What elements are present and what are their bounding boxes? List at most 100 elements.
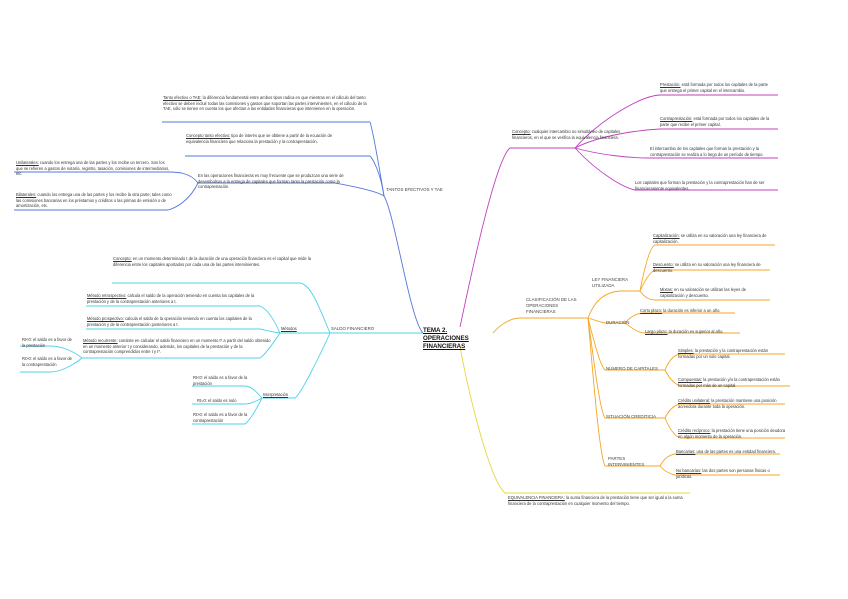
node-largo-plazo-text: la duración es superior al año. <box>667 329 724 334</box>
node-no-bancarias[interactable]: No bancarias: las dos partes son persona… <box>676 468 786 479</box>
group-situacion-crediticia[interactable]: SITUACIÓN CREDITICIA <box>606 414 666 420</box>
node-compuestas[interactable]: Compuestas: la prestación y/o la contrap… <box>678 377 790 388</box>
node-metodos-text: Métodos <box>281 326 297 331</box>
node-concepto-tanto-efectivo-term: Concepto tanto efectivo: <box>186 133 231 138</box>
node-interpretacion-item[interactable]: Rt<0: el saldo es a favor de la prestaci… <box>193 375 249 386</box>
central-topic[interactable]: TEMA 2. OPERACIONES FINANCIERAS <box>423 327 469 351</box>
node-simples[interactable]: Simples: la prestación y la contrapresta… <box>678 348 786 359</box>
node-contraprestacion-term: Contraprestación: <box>660 116 693 121</box>
node-metodo-recurrente-term: Método recurrente: <box>83 338 118 343</box>
node-intercambio[interactable]: El intercambio de los capitales que form… <box>650 146 778 157</box>
node-bancarias-term: Bancarias: <box>676 449 696 454</box>
node-saldo-concepto-text: en un momento determinado t de la duraci… <box>113 256 312 267</box>
node-compuestas-term: Compuestas: <box>678 377 703 382</box>
node-prestacion-text: está formada por todos los capitales de … <box>660 82 768 93</box>
group-duracion-text: DURACIÓN <box>606 320 630 325</box>
node-mixtas[interactable]: Mixtas: en su valoración se utilizan las… <box>660 287 768 298</box>
node-metodo-retrospectivo-text: calcula el saldo de la operación teniend… <box>87 293 255 304</box>
connector-tae-branch <box>14 121 424 334</box>
node-corto-plazo-term: Corto plazo: <box>640 308 663 313</box>
node-metodo-retrospectivo-term: Método retrospectivo: <box>87 293 127 298</box>
node-bancarias[interactable]: Bancarias: una de las partes es una enti… <box>676 449 786 455</box>
node-no-bancarias-term: No bancarias: <box>676 468 702 473</box>
group-partes-intervinientes[interactable]: PARTES INTERVINIENTES <box>608 456 658 468</box>
node-interpretacion-item-text: Rt<0: el saldo es a favor de la prestaci… <box>193 375 248 386</box>
node-metodo-recurrente[interactable]: Método recurrente: consiste en calcular … <box>83 338 273 355</box>
node-capitalizacion-term: Capitalización: <box>653 233 680 238</box>
node-prestacion[interactable]: Prestación: está formada por todos los c… <box>660 82 775 93</box>
node-equivalencia-financiera-term: EQUIVALENCIA FINANCIERA: <box>508 495 565 500</box>
node-prestacion-term: Prestación: <box>660 82 681 87</box>
node-credito-unilateral-text: la prestación mantiene una posición acre… <box>678 398 777 409</box>
node-equivalencia-financiera[interactable]: EQUIVALENCIA FINANCIERA: la suma financi… <box>508 495 688 506</box>
connector-clasificacion-branch <box>492 244 790 476</box>
node-concepto-text: cualquier intercambio no simultáneo de c… <box>512 129 621 140</box>
group-ley-financiera-text: LEY FINANCIERA UTILIZADA <box>592 277 628 288</box>
node-metodo-prospectivo-text: calcula el saldo de la operación teniend… <box>87 316 252 327</box>
node-saldo-contra-left-text: Rt>0: el saldo es a favor de la contrapr… <box>22 356 72 367</box>
node-credito-reciproco[interactable]: Crédito recíproco: la prestación tiene u… <box>678 428 788 439</box>
connector-concepto-branch <box>459 94 778 328</box>
node-simples-term: Simples: <box>678 348 694 353</box>
node-metodo-recurrente-text: consiste en calcular el saldo financiero… <box>83 338 271 355</box>
branch-tae-label[interactable]: TANTOS EFECTIVOS Y TAE <box>386 187 448 193</box>
node-descuento-term: Descuento: <box>653 262 674 267</box>
group-situacion-crediticia-text: SITUACIÓN CREDITICIA <box>606 414 657 419</box>
node-largo-plazo-term: Largo plazo: <box>645 329 668 334</box>
node-contraprestacion-text: está formada por todos los capitales de … <box>660 116 770 127</box>
node-interpretacion-item[interactable]: Rt=0: el saldo es nulo <box>197 398 253 404</box>
node-mixtas-term: Mixtas: <box>660 287 673 292</box>
node-compuestas-text: la prestación y/o la contraprestación es… <box>678 377 780 388</box>
node-tae-text: la diferencia fundamental entre ambos ti… <box>163 95 367 112</box>
node-tae[interactable]: Tanto efectivo o TAE: la diferencia fund… <box>163 95 371 112</box>
node-bilaterales[interactable]: Bilaterales: cuando los entrega una de l… <box>16 192 172 209</box>
node-interpretacion-text: Interpretación <box>263 392 289 397</box>
node-saldo-concepto[interactable]: Concepto: en un momento determinado t de… <box>113 256 323 267</box>
branch-saldo-label[interactable]: SALDO FINANCIERO <box>331 326 411 332</box>
node-contraprestacion[interactable]: Contraprestación: está formada por todos… <box>660 116 775 127</box>
group-partes-intervinientes-text: PARTES INTERVINIENTES <box>608 456 645 467</box>
node-unilaterales[interactable]: Unilaterales: cuando los entrega una de … <box>16 160 172 177</box>
node-saldo-contra-left[interactable]: Rt>0: el saldo es a favor de la contrapr… <box>22 356 72 367</box>
node-no-bancarias-text: las dos partes son personas físicas o ju… <box>676 468 770 479</box>
group-numero-capitales[interactable]: NÚMERO DE CAPITALES <box>606 366 664 372</box>
node-metodo-prospectivo[interactable]: Método prospectivo: calcula el saldo de … <box>87 316 265 327</box>
node-credito-unilateral[interactable]: Crédito unilateral: la prestación mantie… <box>678 398 788 409</box>
group-duracion[interactable]: DURACIÓN <box>606 320 636 326</box>
node-saldo-prestacion-left-text: Rt<0: el saldo es a favor de la prestaci… <box>22 337 72 348</box>
node-intercambio-text: El intercambio de los capitales que form… <box>650 146 764 157</box>
node-bancarias-text: una de las partes es una entidad financi… <box>695 449 776 454</box>
node-equivalentes[interactable]: Los capitales que forman la prestación y… <box>635 180 775 191</box>
node-equivalentes-text: Los capitales que forman la prestación y… <box>635 180 765 191</box>
node-largo-plazo[interactable]: Largo plazo: la duración es superior al … <box>645 329 745 335</box>
node-bilaterales-term: Bilaterales: <box>16 192 37 197</box>
node-bilaterales-text: cuando los entrega una de las partes y l… <box>16 192 172 209</box>
node-capitalizacion[interactable]: Capitalización: se utiliza en su valorac… <box>653 233 771 244</box>
group-ley-financiera[interactable]: LEY FINANCIERA UTILIZADA <box>592 277 640 289</box>
node-desembolsos-text: En las operaciones financieras es muy fr… <box>198 173 344 190</box>
node-corto-plazo[interactable]: Corto plazo: la duración es inferior a u… <box>640 308 740 314</box>
node-concepto-tanto-efectivo-text: tipo de interés que se obtiene a partir … <box>186 133 333 144</box>
node-interpretacion-item[interactable]: Rt>0: el saldo es a favor de la contrapr… <box>193 412 249 423</box>
node-metodos-label[interactable]: Métodos <box>281 326 321 332</box>
branch-clasificacion-label[interactable]: CLASIFICACIÓN DE LAS OPERACIONES FINANCI… <box>526 297 586 315</box>
node-interpretacion-label[interactable]: Interpretación <box>263 392 313 398</box>
node-credito-reciproco-text: la prestación tiene una posición deudora… <box>678 428 786 439</box>
connector-equivalencia-branch <box>459 346 690 494</box>
node-interpretacion-item-text: Rt>0: el saldo es a favor de la contrapr… <box>193 412 248 423</box>
node-metodo-retrospectivo[interactable]: Método retrospectivo: calcula el saldo d… <box>87 293 265 304</box>
node-concepto[interactable]: Concepto: cualquier intercambio no simul… <box>512 129 632 140</box>
node-simples-text: la prestación y la contraprestación está… <box>678 348 769 359</box>
node-mixtas-text: en su valoración se utilizan las leyes d… <box>660 287 747 298</box>
node-saldo-concepto-term: Concepto: <box>113 256 132 261</box>
node-concepto-tanto-efectivo[interactable]: Concepto tanto efectivo: tipo de interés… <box>186 133 346 144</box>
node-interpretacion-item-text: Rt=0: el saldo es nulo <box>197 398 237 403</box>
group-numero-capitales-text: NÚMERO DE CAPITALES <box>606 366 658 371</box>
branch-saldo-text: SALDO FINANCIERO <box>331 326 375 331</box>
node-descuento[interactable]: Descuento: se utiliza en su valoración u… <box>653 262 768 273</box>
node-desembolsos[interactable]: En las operaciones financieras es muy fr… <box>198 173 358 190</box>
node-capitalizacion-text: se utiliza en su valoración una ley fina… <box>653 233 767 244</box>
node-saldo-prestacion-left[interactable]: Rt<0: el saldo es a favor de la prestaci… <box>22 337 72 348</box>
connector-saldo-branch <box>20 282 423 425</box>
